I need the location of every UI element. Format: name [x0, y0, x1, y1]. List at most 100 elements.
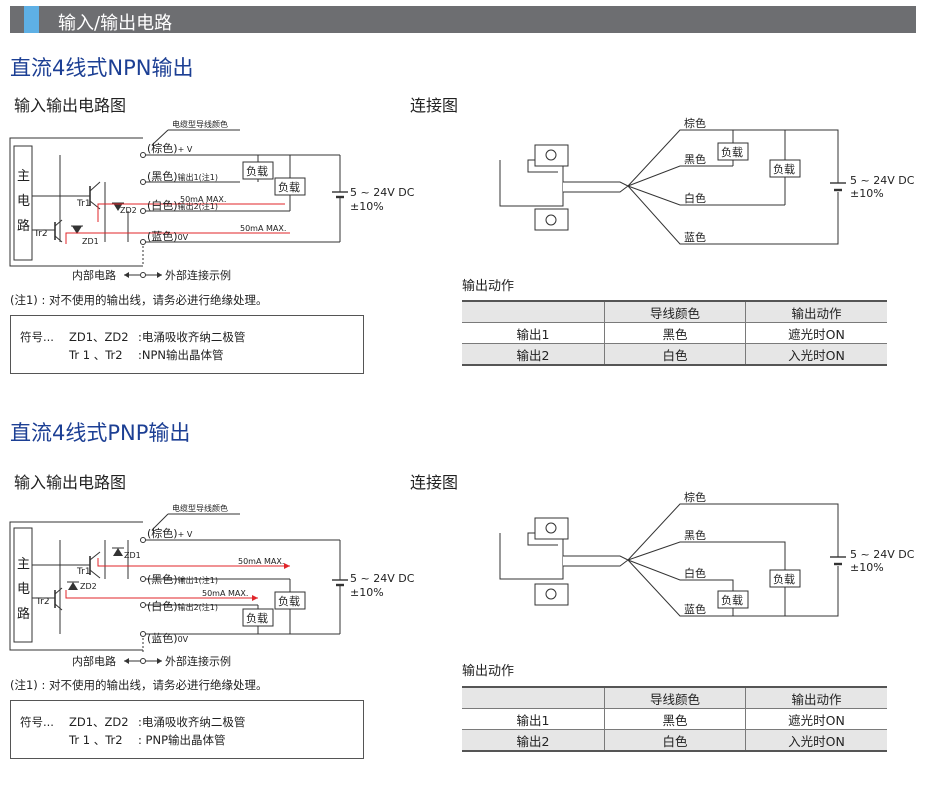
- pnp-symbol-zd-name: ZD1、ZD2: [69, 715, 129, 729]
- table-row: 输出2 白色 入光时ON: [462, 343, 887, 366]
- conn-white-label: 白色: [684, 191, 706, 205]
- pnp-cable-color-label: 电缆型导线颜色: [172, 503, 228, 513]
- tr2-label: Tr2: [33, 229, 48, 239]
- pnp-tr2-label: Tr2: [35, 597, 50, 607]
- external-connection-label: 外部连接示例: [165, 268, 231, 282]
- npn-connection-heading: 连接图: [410, 96, 459, 115]
- table-header-wire-color: 导线颜色: [604, 300, 746, 323]
- pnp-symbol-box: 符号... ZD1、ZD2 :电涌吸收齐纳二极管 Tr 1 、Tr2 : PNP…: [10, 700, 364, 759]
- pnp-conn-white-label: 白色: [684, 566, 706, 580]
- pnp-conn-supply-tolerance: ±10%: [850, 561, 884, 574]
- table-cell: 输出1: [462, 708, 605, 730]
- npn-symbol-box: 符号... ZD1、ZD2 :电涌吸收齐纳二极管 Tr 1 、Tr2 :NPN输…: [10, 315, 364, 374]
- supply-tolerance: ±10%: [350, 200, 384, 213]
- pnp-zd2-label: ZD2: [80, 582, 97, 591]
- wire-brown-label: (棕色)+ V: [147, 141, 193, 155]
- main-circuit-char-1: 主: [17, 169, 30, 184]
- main-circuit-char-2: 电: [17, 194, 30, 209]
- pnp-conn-load-label-1: 负载: [773, 572, 795, 586]
- symbol-zd-name: ZD1、ZD2: [69, 330, 129, 344]
- pnp-section-title: 直流4线式PNP输出: [10, 421, 191, 445]
- pnp-main-circuit-char-1: 主: [17, 557, 30, 572]
- table-cell: 遮光时ON: [745, 708, 887, 730]
- pnp-conn-blue-label: 蓝色: [684, 602, 706, 616]
- pnp-symbol-tr-desc: : PNP输出晶体管: [138, 733, 226, 747]
- pnp-conn-supply-voltage: 5 ~ 24V DC: [850, 548, 915, 561]
- zd1-label: ZD1: [82, 237, 99, 246]
- conn-supply-voltage: 5 ~ 24V DC: [850, 174, 915, 187]
- zd2-label: ZD2: [120, 206, 137, 215]
- banner-title: 输入/输出电路: [58, 13, 173, 34]
- table-cell: 输出2: [462, 343, 605, 366]
- symbol-zd-desc: :电涌吸收齐纳二极管: [138, 330, 246, 344]
- cable-color-label: 电缆型导线颜色: [172, 119, 228, 129]
- max-current-label-1: 50mA MAX.: [180, 195, 226, 204]
- table-header-row: 导线颜色 输出动作: [462, 686, 887, 709]
- npn-circuit-diagram: 主 电 路 电缆型导线颜色 Tr1 ZD2 Tr2 ZD1 50mA MAX. …: [9, 119, 415, 282]
- table-cell: 白色: [604, 729, 746, 752]
- npn-footnote: (注1) : 对不使用的输出线，请务必进行绝缘处理。: [10, 293, 268, 307]
- banner-accent-bar: [24, 6, 39, 33]
- table-row: 输出1 黑色 遮光时ON: [462, 708, 887, 730]
- pnp-wire-white-label: (白色)输出2(注1): [147, 599, 218, 613]
- pnp-connection-diagram: 棕色 黑色 白色 蓝色 负载 负载 5 ~ 24V DC ±10%: [499, 490, 915, 617]
- table-cell: 白色: [604, 343, 746, 366]
- pnp-load-label-1: 负载: [278, 594, 300, 608]
- table-cell: 输出2: [462, 729, 605, 752]
- pnp-circuit-diagram: 主 电 路 电缆型导线颜色 Tr1 ZD1 Tr2 ZD2 50mA MAX. …: [9, 503, 415, 668]
- pnp-symbol-tr-name: Tr 1 、Tr2: [69, 733, 123, 747]
- pnp-wire-brown-label: (棕色)+ V: [147, 526, 193, 540]
- pnp-wire-blue-label: (蓝色)0V: [147, 631, 189, 645]
- pnp-wire-black-label: (黑色)输出1(注1): [147, 572, 218, 586]
- symbol-tr-name: Tr 1 、Tr2: [69, 348, 123, 362]
- table-cell: 输出1: [462, 322, 605, 344]
- conn-load-label-1: 负载: [721, 145, 743, 159]
- table-row: 输出1 黑色 遮光时ON: [462, 322, 887, 344]
- table-cell: 入光时ON: [745, 729, 887, 752]
- npn-output-table: 导线颜色 输出动作 输出1 黑色 遮光时ON 输出2 白色 入光时ON: [462, 300, 887, 366]
- table-cell: 黑色: [604, 322, 746, 344]
- pnp-external-connection-label: 外部连接示例: [165, 654, 231, 668]
- pnp-main-circuit-char-3: 路: [17, 606, 30, 622]
- max-current-label-2: 50mA MAX.: [240, 224, 286, 233]
- conn-load-label-2: 负载: [773, 162, 795, 176]
- wire-white-label: (白色)输出2(注1): [147, 198, 218, 212]
- table-header-output-action: 输出动作: [745, 686, 887, 709]
- pnp-tr1-label: Tr1: [76, 567, 91, 577]
- pnp-output-heading: 输出动作: [462, 664, 515, 679]
- npn-connection-diagram: 棕色 黑色 白色 蓝色 负载 负载 5 ~ 24V DC ±10%: [499, 116, 915, 245]
- wire-black-label: (黑色)输出1(注1): [147, 169, 218, 183]
- pnp-symbol-prefix: 符号...: [20, 715, 54, 729]
- conn-supply-tolerance: ±10%: [850, 187, 884, 200]
- npn-section-title: 直流4线式NPN输出: [10, 56, 194, 80]
- table-cell: 遮光时ON: [745, 322, 887, 344]
- pnp-circuit-heading: 输入输出电路图: [14, 473, 127, 492]
- table-cell: 入光时ON: [745, 343, 887, 366]
- conn-brown-label: 棕色: [684, 116, 706, 130]
- table-header-output-action: 输出动作: [745, 300, 887, 323]
- npn-output-heading: 输出动作: [462, 279, 515, 294]
- load-label-1: 负载: [246, 164, 268, 178]
- pnp-supply-voltage: 5 ~ 24V DC: [350, 572, 415, 585]
- pnp-load-label-2: 负载: [246, 611, 268, 625]
- load-label-2: 负载: [278, 180, 300, 194]
- pnp-footnote: (注1) : 对不使用的输出线，请务必进行绝缘处理。: [10, 678, 268, 692]
- internal-circuit-label: 内部电路: [72, 268, 116, 282]
- pnp-max-current-label-2: 50mA MAX.: [202, 589, 248, 598]
- pnp-symbol-zd-desc: :电涌吸收齐纳二极管: [138, 715, 246, 729]
- main-circuit-char-3: 路: [17, 218, 30, 234]
- pnp-output-table: 导线颜色 输出动作 输出1 黑色 遮光时ON 输出2 白色 入光时ON: [462, 686, 887, 752]
- npn-circuit-heading: 输入输出电路图: [14, 96, 127, 115]
- pnp-connection-heading: 连接图: [410, 473, 459, 492]
- wire-blue-label: (蓝色)0V: [147, 229, 189, 243]
- tr1-label: Tr1: [76, 199, 91, 209]
- symbol-tr-desc: :NPN输出晶体管: [138, 348, 224, 362]
- supply-voltage: 5 ~ 24V DC: [350, 186, 415, 199]
- pnp-conn-black-label: 黑色: [684, 528, 706, 542]
- pnp-conn-load-label-2: 负载: [721, 593, 743, 607]
- pnp-max-current-label-1: 50mA MAX.: [238, 557, 284, 566]
- table-corner-cell: [462, 686, 605, 709]
- section-banner: 输入/输出电路: [10, 6, 916, 34]
- table-row: 输出2 白色 入光时ON: [462, 729, 887, 752]
- table-cell: 黑色: [604, 708, 746, 730]
